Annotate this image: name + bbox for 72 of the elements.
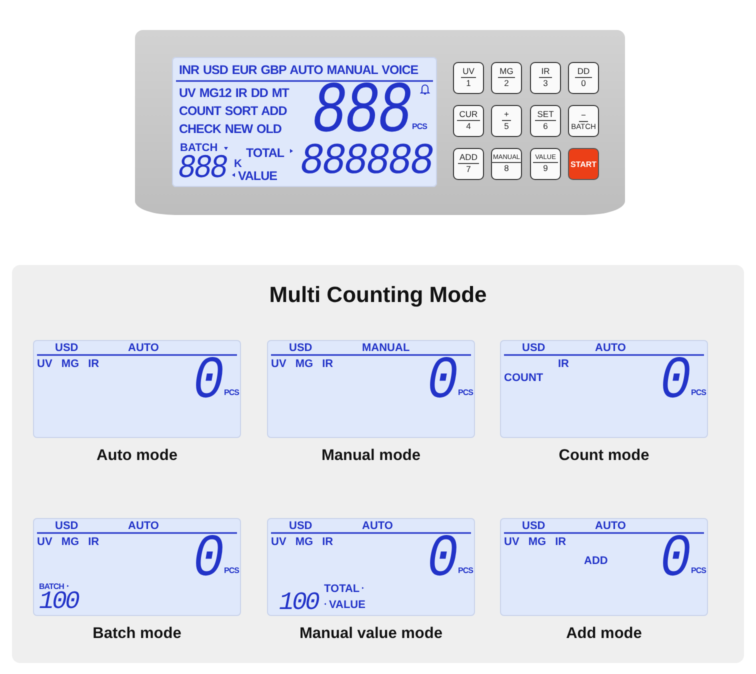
keypad-key: MG 2 xyxy=(491,62,522,94)
indicator-label: COUNT SORT ADD xyxy=(179,105,287,118)
lcd-screen xyxy=(267,518,475,616)
indicator-label: USD xyxy=(55,521,78,532)
mode-caption: Auto mode xyxy=(96,447,178,465)
panel-title: Multi Counting Mode xyxy=(268,282,488,308)
indicator-label: CHECK NEW OLD xyxy=(179,123,282,136)
indicator-label: IR xyxy=(558,359,569,370)
lcd-screen xyxy=(33,340,241,438)
indicator-label: USD xyxy=(522,521,546,532)
indicator-label: BATCH xyxy=(180,143,218,154)
indicator-label: USD xyxy=(55,343,78,354)
indicator-label: USD xyxy=(289,343,312,354)
segment-digits: 0 xyxy=(193,530,222,590)
indicator-label: COUNT xyxy=(504,373,544,384)
indicator-label: UV MG IR xyxy=(271,537,334,548)
indicator-label: AUTO xyxy=(128,521,159,532)
unit-label: BATCH xyxy=(39,583,64,591)
keypad-key: ADD 7 xyxy=(453,148,484,180)
indicator-label: UV MG IR xyxy=(504,537,566,548)
keypad-key: IR 3 xyxy=(530,62,561,94)
unit-label: PCS xyxy=(412,123,427,131)
indicator-label: UV MG IR xyxy=(37,537,100,548)
indicator-label: VALUE xyxy=(238,170,277,182)
segment-digits: 0 xyxy=(660,352,690,412)
indicator-label: K xyxy=(234,159,242,170)
indicator-label: UV MG IR xyxy=(271,359,334,370)
unit-label: PCS xyxy=(691,567,706,575)
keypad-key: SET 6 xyxy=(530,105,561,137)
segment-digits: 0 xyxy=(427,530,456,590)
keypad-key: UV 1 xyxy=(453,62,484,94)
lcd-screen xyxy=(500,518,708,616)
unit-label: PCS xyxy=(224,389,239,397)
indicator-label: ADD xyxy=(584,556,608,567)
segment-digits: 888 xyxy=(178,153,226,186)
segment-digits: 100 xyxy=(279,590,318,615)
mode-caption: Add mode xyxy=(565,625,643,643)
lcd-screen xyxy=(267,340,475,438)
indicator-label: UV MG12 IR DD MT xyxy=(179,87,289,100)
indicator-label: AUTO xyxy=(595,343,626,354)
keypad-key: DD 0 xyxy=(568,62,599,94)
indicator-label: UV MG IR xyxy=(37,359,100,370)
segment-digits: 0 xyxy=(660,530,690,590)
mode-caption: Manual value mode xyxy=(298,625,444,643)
indicator-label: USD xyxy=(522,343,546,354)
indicator-label: AUTO xyxy=(362,521,393,532)
indicator-label: VALUE xyxy=(329,600,366,611)
unit-label: PCS xyxy=(458,389,473,397)
keypad-key: CUR 4 xyxy=(453,105,484,137)
keypad-key: START xyxy=(568,148,599,180)
mode-caption: Count mode xyxy=(558,447,650,465)
unit-label: PCS xyxy=(224,567,239,575)
segment-digits: 100 xyxy=(39,589,78,614)
mode-panel xyxy=(12,265,744,663)
lcd-screen xyxy=(172,57,437,187)
lcd-screen xyxy=(500,340,708,438)
keypad-key: + 5 xyxy=(491,105,522,137)
indicator-label: AUTO xyxy=(595,521,626,532)
mode-caption: Manual mode xyxy=(320,447,422,465)
device-panel xyxy=(135,30,625,215)
unit-label: PCS xyxy=(691,389,706,397)
indicator-label: AUTO xyxy=(128,343,159,354)
mode-caption: Batch mode xyxy=(92,625,182,643)
segment-digits: 0 xyxy=(193,352,222,412)
indicator-label: TOTAL xyxy=(324,584,360,595)
segment-digits: 0 xyxy=(427,352,456,412)
unit-label: PCS xyxy=(458,567,473,575)
indicator-label: MANUAL xyxy=(362,343,410,354)
indicator-label: INR USD EUR GBP AUTO MANUAL VOICE xyxy=(179,64,418,76)
indicator-label: USD xyxy=(289,521,312,532)
indicator-label: TOTAL xyxy=(246,147,284,160)
lcd-screen xyxy=(33,518,241,616)
